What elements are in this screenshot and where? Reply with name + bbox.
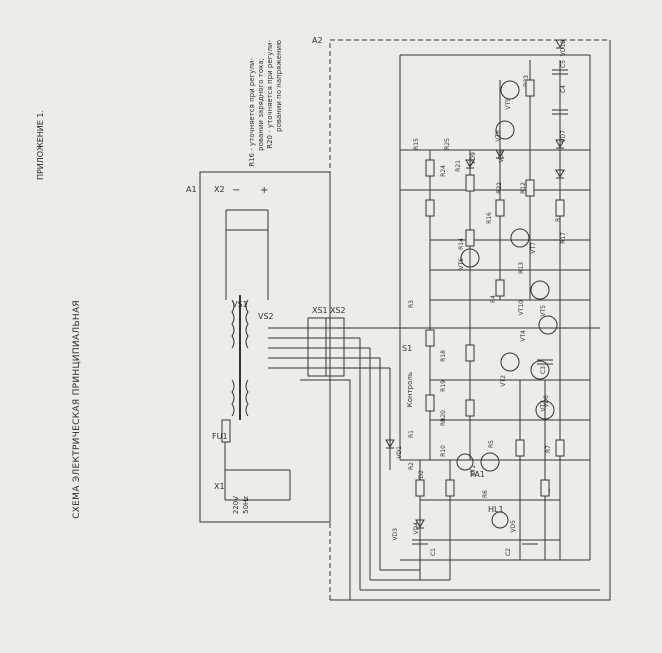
terminal-minus: − [232,185,241,196]
transformer [231,295,249,420]
diode-symbols [385,39,565,529]
fuse-fu1-label: FU1 [212,432,228,441]
connector-x1-label: X1 [214,482,225,491]
connector-pins [308,318,344,376]
xs1-label: XS1 [312,306,328,315]
vs2-label: VS2 [258,312,274,321]
transistor-symbols [460,80,558,472]
xs2-label: XS2 [330,306,346,315]
meter-pa1 [456,453,474,471]
block-a1-label: A1 [186,185,197,194]
block-a2-label: A2 [312,36,323,45]
mains-lines [224,209,291,501]
bus-lines [268,54,600,591]
terminal-plus: + [260,185,269,196]
pa1-label: PA1 [470,470,485,479]
outer-return-wire [330,40,611,601]
switch-s1-label: S1 [402,344,413,353]
connector-x2-label: X2 [214,185,225,194]
fuse-fu1 [221,419,231,443]
resistor-symbols [415,79,565,497]
hl1-label: HL1 [488,505,504,514]
left-return-wire [300,379,351,600]
lamp-hl1 [491,511,509,529]
capacitor-symbols [412,69,568,545]
